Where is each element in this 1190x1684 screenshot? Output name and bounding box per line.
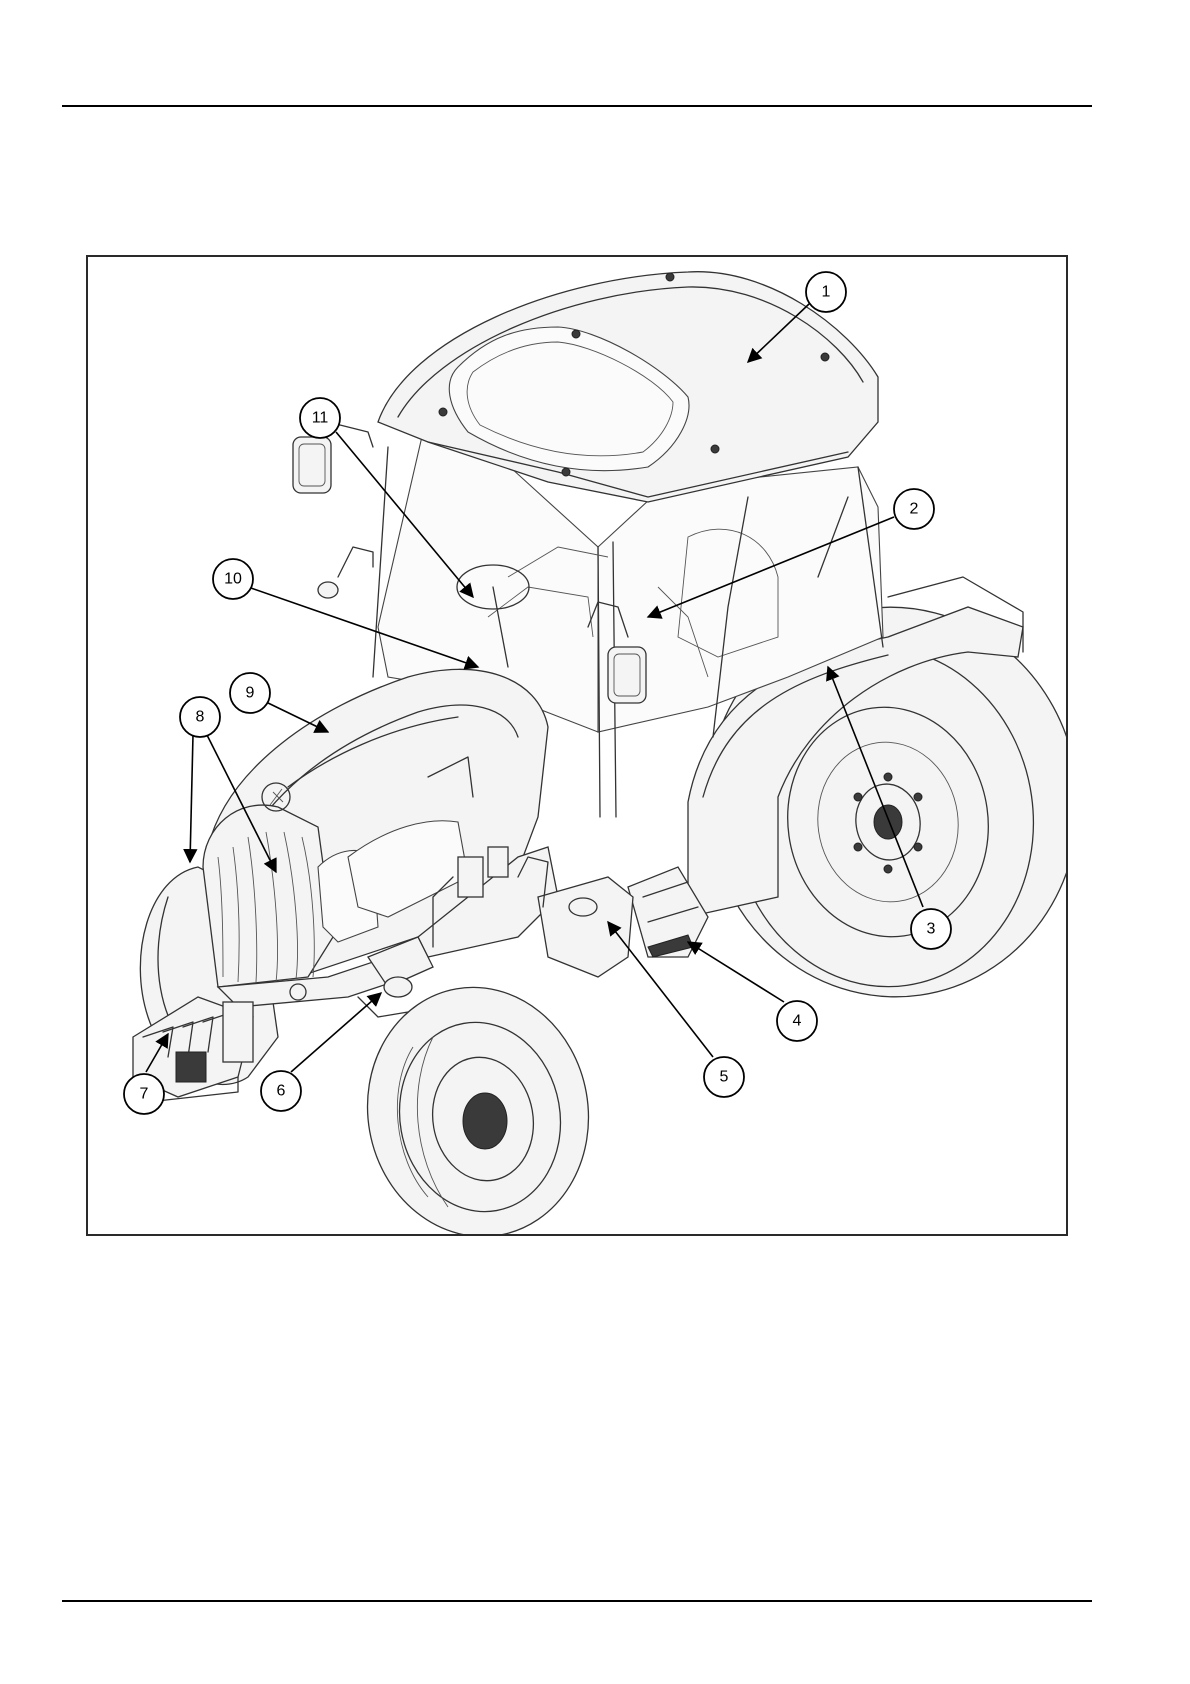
- tractor-line-drawing: 1 2 3 4 5 6 7 8: [88, 257, 1066, 1234]
- callout-7: 7: [124, 1074, 164, 1114]
- callout-3-label: 3: [927, 921, 936, 938]
- callout-8: 8: [180, 697, 220, 737]
- callout-11-label: 11: [312, 410, 329, 427]
- callout-1: 1: [806, 272, 846, 312]
- callout-10-label: 10: [224, 571, 242, 588]
- header-rule: [62, 105, 1092, 107]
- callout-11: 11: [300, 398, 340, 438]
- callout-1-label: 1: [822, 284, 831, 301]
- callout-6-label: 6: [277, 1083, 286, 1100]
- callout-5-label: 5: [720, 1069, 729, 1086]
- callout-4-label: 4: [793, 1013, 802, 1030]
- callout-5: 5: [704, 1057, 744, 1097]
- callout-4: 4: [777, 1001, 817, 1041]
- callout-9: 9: [230, 673, 270, 713]
- callout-3: 3: [911, 909, 951, 949]
- callout-8-label: 8: [196, 709, 205, 726]
- callout-10: 10: [213, 559, 253, 599]
- footer-rule: [62, 1600, 1092, 1602]
- callout-2-label: 2: [910, 501, 919, 518]
- left-mirror: [293, 422, 373, 598]
- callout-7-label: 7: [140, 1086, 149, 1103]
- callout-9-label: 9: [246, 685, 255, 702]
- callout-2: 2: [894, 489, 934, 529]
- front-right-wheel: [348, 970, 608, 1234]
- tractor-figure-frame: 1 2 3 4 5 6 7 8: [86, 255, 1068, 1236]
- callout-6: 6: [261, 1071, 301, 1111]
